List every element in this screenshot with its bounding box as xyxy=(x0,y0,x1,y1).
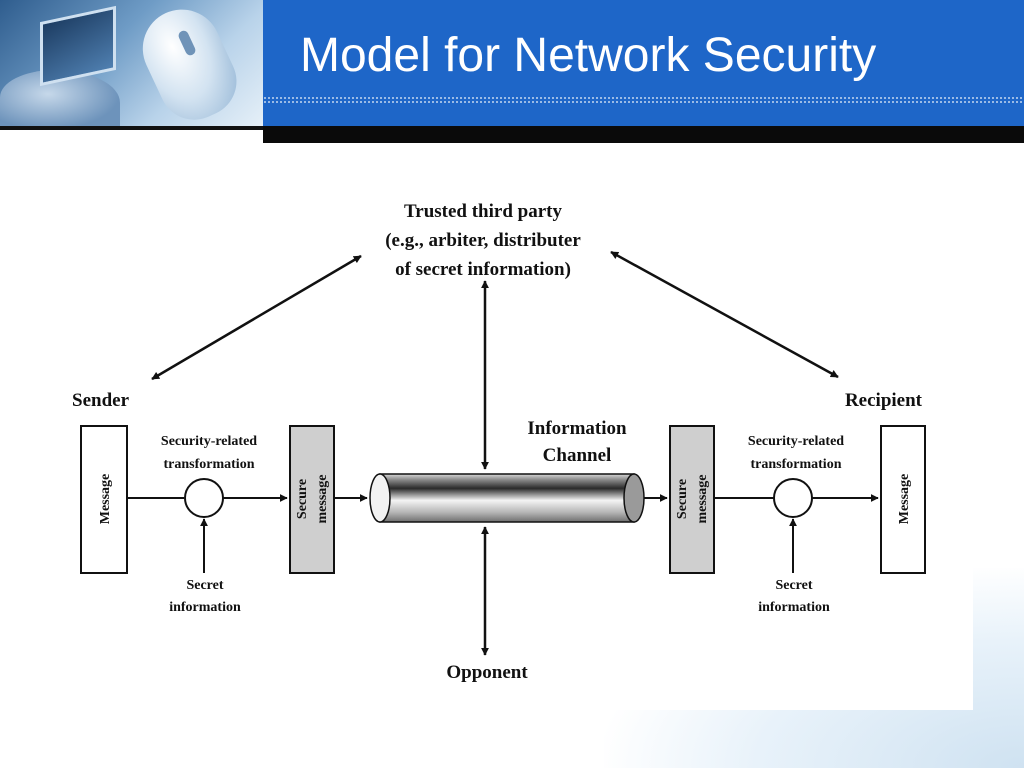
recipient-transform-circle xyxy=(773,478,813,518)
header-rule-thick xyxy=(263,126,1024,143)
diagram-panel: Trusted third party (e.g., arbiter, dist… xyxy=(50,155,973,710)
sender-secret-line1: Secret xyxy=(186,578,223,593)
trusted-party-line1: Trusted third party xyxy=(404,201,562,222)
recipient-label: Recipient xyxy=(845,390,923,411)
recipient-secure-box xyxy=(669,425,715,574)
slide-title: Model for Network Security xyxy=(300,29,877,82)
network-security-diagram: Trusted third party (e.g., arbiter, dist… xyxy=(72,201,926,683)
recipient-message-box xyxy=(880,425,926,574)
trusted-party-line2: (e.g., arbiter, distributer xyxy=(385,230,581,251)
channel-label-line2: Channel xyxy=(543,445,612,466)
recipient-transform-line1: Security-related xyxy=(748,434,844,449)
sender-message-box xyxy=(80,425,128,574)
recipient-message-text: Message xyxy=(897,474,912,525)
sender-secure-box xyxy=(289,425,335,574)
channel-pipe xyxy=(379,473,635,523)
sender-transform-line1: Security-related xyxy=(161,434,257,449)
sender-secret-line2: information xyxy=(169,600,241,615)
channel-label-line1: Information xyxy=(527,418,627,439)
recipient-secure-line1: Secure xyxy=(675,479,690,519)
recipient-transform-line2: transformation xyxy=(751,457,842,472)
sender-transform-circle xyxy=(184,478,224,518)
recipient-secret-line1: Secret xyxy=(775,578,812,593)
header-dotted-line xyxy=(263,96,1024,104)
recipient-trusted-arrow xyxy=(610,250,839,379)
mouse-image xyxy=(129,0,249,126)
sender-trusted-arrow xyxy=(151,254,362,381)
header-photo xyxy=(0,0,263,126)
sender-message-text: Message xyxy=(98,474,113,525)
channel-pipe-start xyxy=(369,473,391,523)
header-bar xyxy=(263,0,1024,126)
sender-transform-line2: transformation xyxy=(164,457,255,472)
opponent-label: Opponent xyxy=(446,662,528,683)
recipient-secure-line2: message xyxy=(695,475,710,524)
sender-secure-line2: message xyxy=(315,475,330,524)
recipient-secret-line2: information xyxy=(758,600,830,615)
laptop-image xyxy=(40,5,116,87)
channel-pipe-end xyxy=(623,473,645,523)
sender-label: Sender xyxy=(72,390,130,411)
sender-secure-line1: Secure xyxy=(295,479,310,519)
trusted-party-line3: of secret information) xyxy=(395,259,571,280)
